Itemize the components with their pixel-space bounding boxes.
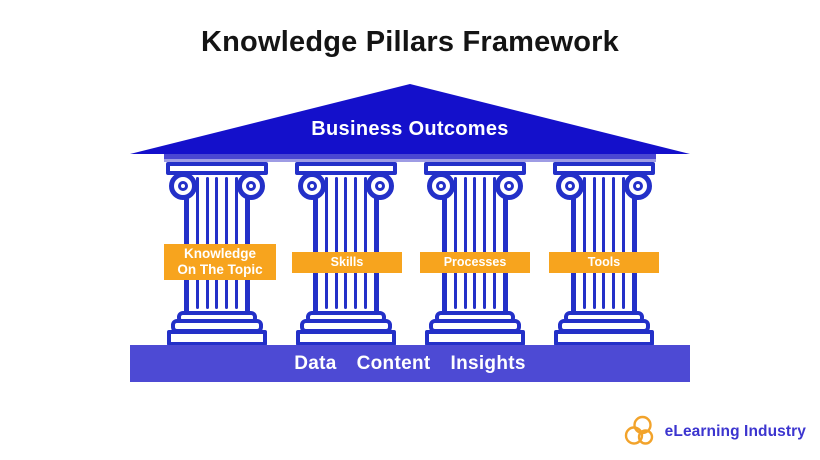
page-title: Knowledge Pillars Framework (201, 26, 619, 58)
pillar-shaft (442, 175, 508, 311)
volute-dot (504, 181, 514, 191)
brand-logo: eLearning Industry (623, 412, 806, 452)
pillar-plinth (425, 330, 525, 346)
label-line: Knowledge (183, 245, 256, 261)
pillar-volute-left (427, 172, 455, 200)
pillar-shaft (313, 175, 379, 311)
pillar-volute-right (237, 172, 265, 200)
label-line: Tools (587, 255, 621, 269)
label-line: On The Topic (177, 262, 263, 277)
label-line: Processes (443, 255, 507, 269)
foundation-word: Data (294, 352, 337, 374)
foundation-word: Content (356, 352, 431, 374)
pillar-volute-right (366, 172, 394, 200)
pillar-flutes (189, 177, 245, 309)
volute-dot (633, 181, 643, 191)
volute-dot (307, 181, 317, 191)
pillar-label-processes: Processes (420, 252, 530, 273)
pillar-shaft (571, 175, 637, 311)
pillar-label-skills: Skills (292, 252, 402, 273)
pillar-flutes (447, 177, 503, 309)
label-line: Skills (330, 255, 364, 269)
volute-dot (375, 181, 385, 191)
pillar-flutes (576, 177, 632, 309)
pillar-tools (553, 160, 655, 348)
pillar-volute-left (169, 172, 197, 200)
foundation-word: Insights (450, 352, 526, 374)
volute-dot (178, 181, 188, 191)
pillar-plinth (167, 330, 267, 346)
pillar-capital (166, 162, 268, 175)
pillar-plinth (554, 330, 654, 346)
pillar-skills (295, 160, 397, 348)
pillar-label-tools: Tools (549, 252, 659, 273)
volute-dot (246, 181, 256, 191)
pillar-capital (424, 162, 526, 175)
pillar-plinth (296, 330, 396, 346)
pillar-label-knowledge-on-the-topic: Knowledge On The Topic (164, 244, 276, 280)
pediment-label: Business Outcomes (311, 118, 509, 140)
pillar-processes (424, 160, 526, 348)
pillar-volute-left (298, 172, 326, 200)
pillar-volute-right (495, 172, 523, 200)
pillar-capital (553, 162, 655, 175)
brand-logo-text: eLearning Industry (664, 423, 806, 440)
volute-dot (436, 181, 446, 191)
pillar-volute-left (556, 172, 584, 200)
pillar-flutes (318, 177, 374, 309)
volute-dot (565, 181, 575, 191)
foundation-bar: Data Content Insights (130, 345, 690, 382)
pillar-volute-right (624, 172, 652, 200)
pillar-capital (295, 162, 397, 175)
three-rings-icon (624, 415, 653, 445)
pillar-knowledge (166, 160, 268, 348)
pillar-shaft (184, 175, 250, 311)
